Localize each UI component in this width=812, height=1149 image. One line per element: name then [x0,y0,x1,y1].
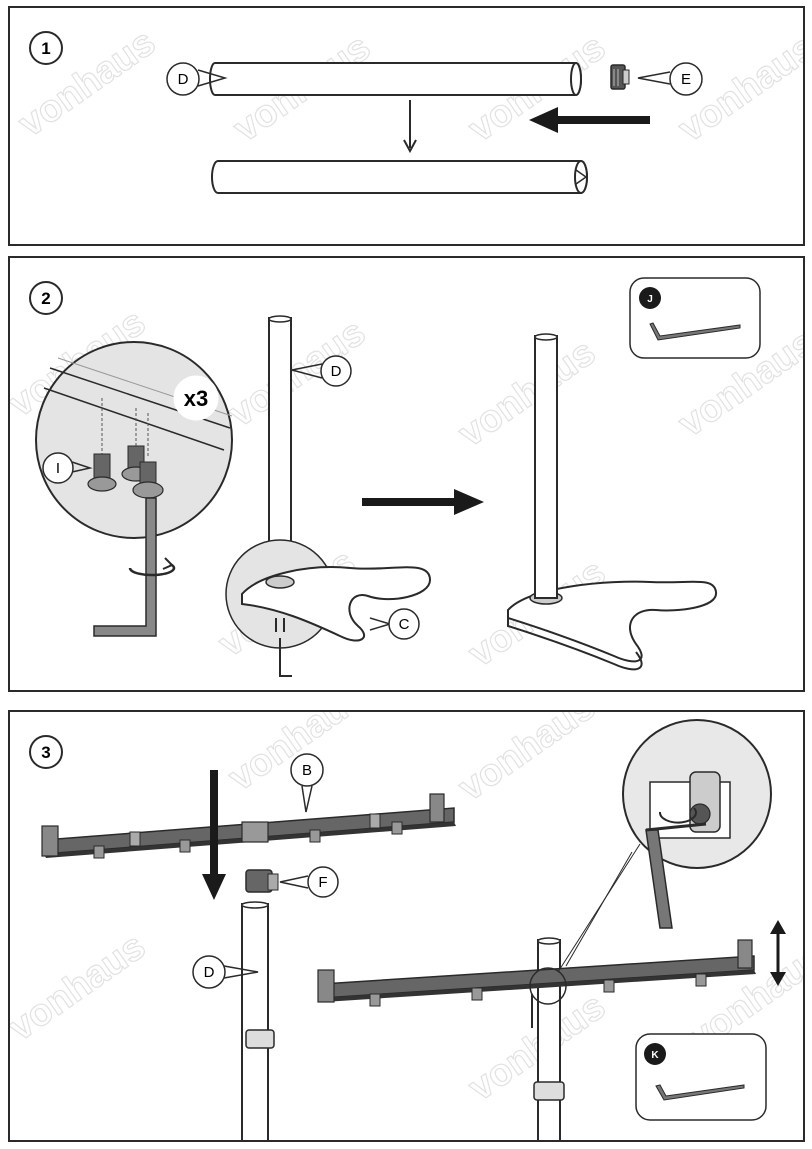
watermark: vonhaus [451,331,603,455]
step-3-panel: vonhaus vonhaus vonhaus vonhaus vonhaus … [8,710,805,1142]
callout-e: E [637,62,703,96]
pole-d [268,315,292,570]
screw-icon [132,461,164,499]
allen-key-icon [649,322,741,341]
tube-d-upper [209,62,582,96]
callout-i-label: I [56,460,60,477]
callout-b-label: B [302,762,312,779]
step-number: 3 [41,743,50,762]
clamp-detail-magnifier [622,719,772,929]
callout-d-label: D [178,71,189,88]
tool-k-box: K [635,1033,767,1121]
quantity-badge: x3 [173,375,219,421]
insert-arrow-icon [529,107,650,133]
allen-key-icon [655,1084,745,1101]
clamp-f-icon [245,869,279,893]
base-c [225,539,432,677]
watermark: vonhaus [10,925,153,1049]
step-number-badge: 2 [29,281,63,315]
height-adjust-arrow-icon [770,920,786,986]
tool-j-label: J [647,294,653,305]
screw-detail-magnifier [35,341,233,539]
callout-f: F [279,866,339,898]
callout-d-label: D [204,964,215,981]
callout-d-label: D [331,363,342,380]
end-cap-e-icon [610,64,630,90]
callout-d: D [192,955,259,989]
next-arrow-icon [362,489,484,515]
rotate-arrow-icon [128,557,176,577]
step-2-panel: vonhaus vonhaus vonhaus vonhaus vonhaus … [8,256,805,692]
tube-d-assembled [211,160,588,194]
step-1-panel: vonhaus vonhaus vonhaus vonhaus 1 D [8,6,805,246]
watermark: vonhaus [221,712,373,799]
step-number-badge: 3 [29,735,63,769]
callout-d: D [166,62,228,96]
watermark: vonhaus [451,712,603,809]
callout-c: C [369,608,420,640]
callout-b: B [290,753,324,813]
step-number-badge: 1 [29,31,63,65]
step-3-illustration: vonhaus vonhaus vonhaus vonhaus vonhaus … [10,712,803,1140]
callout-e-label: E [681,71,691,88]
pole-d [241,901,275,1140]
callout-i: I [42,452,93,484]
callout-c-label: C [399,616,410,633]
step-1-illustration: vonhaus vonhaus vonhaus vonhaus 1 D [10,21,803,194]
tool-j-box: J [629,277,761,359]
callout-d: D [291,355,352,387]
step-2-illustration: vonhaus vonhaus vonhaus vonhaus vonhaus … [10,277,803,677]
screw-icon [87,453,117,492]
step-number: 2 [41,289,50,308]
quantity-label: x3 [184,386,208,411]
callout-f-label: F [318,874,327,891]
crossbar-b [41,793,456,859]
down-arrow-icon [202,770,226,900]
down-arrow-icon [403,100,417,154]
step-number: 1 [41,39,50,58]
assembled-crossbar [317,937,756,1140]
allen-key-icon [93,497,157,637]
assembled-stand [507,333,717,671]
tool-k-label: K [651,1050,659,1061]
